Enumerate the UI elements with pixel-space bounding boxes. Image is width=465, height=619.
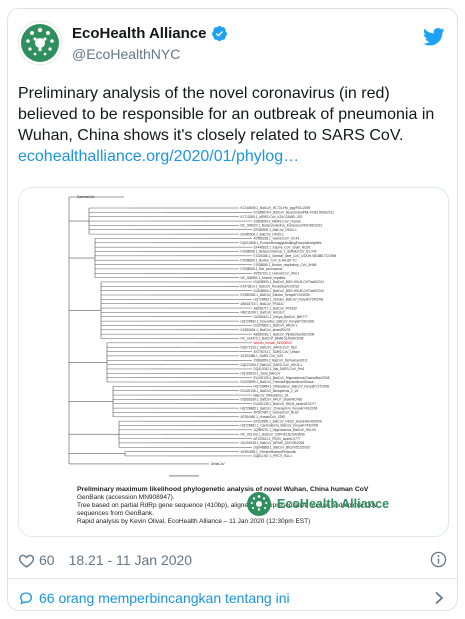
heart-icon[interactable] <box>18 552 35 569</box>
conversation-text[interactable]: 66 orang memperbincangkan tentang ini <box>39 590 290 606</box>
tree-tip-label: HQ728481.1_Cardioderma_BatCoV_KenyaKY43/… <box>241 424 319 428</box>
tree-tip-label: EF203065.1_BatCoV_HKU2_strainHKU46/2006 <box>254 419 322 423</box>
tree-tip-label: HQ728485.1_BatCoV_Chaerephon_KenyaKY41/2… <box>241 406 318 410</box>
tree-tip-label: EU375859.1_BatCoV_Tredula/Hipposideros/G… <box>241 380 314 384</box>
tree-tip-label: NC_022103.1_BatCoV_CDPHE15/USA/2006 <box>241 432 306 436</box>
reply-bubble-icon <box>19 592 33 605</box>
tree-tip-label: KX520654.1_BatCoV_strain/RK/03 <box>241 328 291 332</box>
caption-method: Tree based on partial RdRp gene sequence… <box>77 502 378 517</box>
tweet-text-block: Preliminary analysis of the novel corona… <box>18 83 438 167</box>
tree-tip-label: DQ412042.1_Bat_SARS-CoV_Rm1 <box>254 367 305 371</box>
figure-caption: Preliminary maximum likelihood phylogene… <box>77 486 387 526</box>
tree-delta-label: DeltaCoV <box>211 462 226 466</box>
tree-tip-label: HQ166910.1_Zaria_BatCoV <box>241 372 282 376</box>
tweet-link[interactable]: ecohealthalliance.org/2020/01/phylog… <box>18 148 300 165</box>
tree-tip-label: EF065505.1_BatCoV_HKU4-1 <box>254 228 297 232</box>
chevron-right-icon <box>435 591 444 605</box>
tree-tip-label: HQ728484.1_Miniopterus_BatCoV_KenyaKY27/… <box>254 385 330 389</box>
ecohealth-emblem-icon <box>247 492 271 516</box>
ecohealth-logo-icon <box>18 21 62 65</box>
tree-tip-label: KJ713295.1_MERS-CoV_KSA-CAMEL-376 <box>241 215 303 219</box>
tree-tip-label: DQ071615.1_BatCoV_SARS-CoV_Rp3 <box>241 345 297 349</box>
tree-tip-label: AB918719.1_BatCoV_FR0131 <box>241 302 285 306</box>
tweet-header: EcoHealth Alliance @EcoHealthNYC <box>18 21 447 77</box>
tree-tip-label: AB918717.1_BatCoV_FR0130 <box>254 306 298 310</box>
tweet-footer: 60 18.21 - 11 Jan 2020 <box>18 549 447 571</box>
tree-tip-label: KU528594.1_BatCoV_BtSY-HKU9-CHTha/5/2012 <box>254 289 325 293</box>
tree-tip-label: EF446615.1_Equine_CoV_strain_NC99 <box>254 245 311 249</box>
tree-tip-label: AY585228.1_HumanCoV_OC43 <box>254 237 300 241</box>
tree-tip-label: HQ728483.1_Eidolon_BatCoV_KenyaKY24/2006 <box>254 298 324 302</box>
highlighted-taxon-label: Wuhan_human_MN908947 <box>254 341 293 345</box>
tree-tip-label: KC164505.2_BatCoV_IR-724-Pip_pyg/POL/200… <box>241 206 311 210</box>
tree-tip-label: AY278741.1_SARS-CoV_Urbani <box>254 350 300 354</box>
ecohealth-logo-text: EcoHealth Alliance <box>277 497 390 511</box>
caption-title: Preliminary maximum likelihood phylogene… <box>77 486 369 493</box>
twitter-bird-icon[interactable] <box>423 27 445 47</box>
tree-tip-label: JX869059.2_MERS-CoV_Human <box>254 219 302 223</box>
tree-tip-label: FJ938064.1_Bovine_CoV_E-AH187-TC <box>241 258 298 262</box>
tree-tip-label: AY597011.2_HumanCoV_HKU1 <box>254 271 300 275</box>
tree-tip-label: FJ425186.1_Sambar_deer_CoV_US/OH-WD388-T… <box>254 254 337 258</box>
tree-tip-label: BatCoV_Miniopterus_1A <box>254 393 290 397</box>
tree-tip-label: EU420139.1_BatCoV_HKU8_strainAFCD77 <box>254 402 317 406</box>
tree-tip-label: NC_006852.1_Murine_hepatitis <box>241 276 286 280</box>
tree-tip-label: GU065421.1_Kenya_BatCoV_BtKY77 <box>254 315 308 319</box>
tree-tip-label: JQ989270.1_Hipposideros_BatCoV_HKU10 <box>254 428 317 432</box>
tree-tip-label: DQ011855.1_PorcineHemagglutinatingEnceph… <box>241 241 322 245</box>
tweet-card[interactable]: EcoHealth Alliance @EcoHealthNYC Prelimi… <box>7 8 458 611</box>
tweet-timestamp[interactable]: 18.21 - 11 Jan 2020 <box>68 552 193 568</box>
tree-tip-label: KX930562.1_BatCoV_Eidolon_KenyaKY24/2006 <box>241 293 311 297</box>
tree-tip-label: DQ666339.1_BatCoV_HKU7_strainWCF88 <box>241 398 303 402</box>
author-name-row[interactable]: EcoHealth Alliance <box>72 25 228 42</box>
tree-tip-label: AB539081.1_BatCoV_Pipistrellus/DE/2008 <box>254 332 315 336</box>
tree-tip-label: EU375863.1_BatCoV_HKU9-1 <box>254 324 298 328</box>
tree-tip-label: AF304460.1_HumanCoV_229E <box>241 415 286 419</box>
footer-divider <box>8 578 457 579</box>
tree-tip-label: KJ473814.1_BatCoV_Rousettus/GX2016 <box>241 285 300 289</box>
caption-credit: Rapid analysis by Kevin Olival, EcoHealt… <box>77 518 311 525</box>
tree-tip-label: EU420139.1_BatCoV_Hipposideros/Ghana/Bon… <box>254 376 330 380</box>
tree-tip-label: DQ648858.1_BatCoV_BtCoV/512/2005 <box>254 445 310 449</box>
verified-badge-icon <box>211 25 227 42</box>
phylogenetic-tree: GammaCoVKC164505.2_BatCoV_IR-724-Pip_pyg… <box>68 195 337 483</box>
tree-tip-label: FJ938068.1_Betacoronavirus_1_Buffalo/CoV… <box>241 250 317 254</box>
author-handle[interactable]: @EcoHealthNYC <box>72 46 181 62</box>
ecohealth-logo: EcoHealth Alliance <box>246 491 389 517</box>
avatar[interactable] <box>18 21 62 65</box>
tree-tip-label: FJ938065.1_Bovine_respiratory_CoV_AH65 <box>254 263 317 267</box>
tree-tip-label: HQ728482.1_Rousettus_BatCoV_KenyaKY06/20… <box>241 319 315 323</box>
tree-tip-label: KU528593.1_BatCoV_BtSY-HKU9-CHTha/5/2012 <box>254 280 325 284</box>
like-count[interactable]: 60 <box>39 552 55 568</box>
tree-tip-label: HM211099.1_BatCoV_HKU9-2 <box>241 311 285 315</box>
tweet-text: Preliminary analysis of the novel corona… <box>18 85 435 144</box>
tree-tip-label: NC_009020.1_Betacoronavirus_Ennaocus/VMC… <box>241 224 323 228</box>
author-name[interactable]: EcoHealth Alliance <box>72 25 207 42</box>
tree-tip-label: KC869678.4_BatCoV_Neoromicia/PML-PHE1/RS… <box>254 211 335 215</box>
tree-tip-label: AY567487.2_HumanCoV_NL63 <box>254 411 299 415</box>
tree-tip-label: GU190218.1_BatCoV_NF/MX_02/GXR/2008 <box>241 441 305 445</box>
tree-tip-label: FJ938068.1_Rat_coronavirus <box>241 267 283 271</box>
info-icon[interactable] <box>430 551 447 568</box>
tree-tip-label: DQ022305.2_BatCoV_SARS-CoV_HKU3-1 <box>241 363 303 367</box>
tree-tip-label: DQ811787.1_PRCV_ISU-1 <box>254 454 293 458</box>
tree-tip-label: EF065509.1_BatCoV_HKU5-1 <box>241 232 284 236</box>
caption-title-suffix: GenBank (accession MN908947). <box>77 494 175 501</box>
conversation-link[interactable]: 66 orang memperbincangkan tentang ini <box>18 588 447 608</box>
tree-tip-label: EU420138.1_BatCoV_Miniopterus_2_16 <box>241 389 299 393</box>
tree-tip-label: NC_014470.1_BatCoV_BM48-31/BGR/2008 <box>241 337 304 341</box>
tree-tip-label: JX869059.2_BatCoV_Rp/human/2011 <box>254 358 308 362</box>
tree-tip-label: AF220511.1_PEDV_strainCV777 <box>254 437 301 441</box>
tree-tip-label: AY304486.1_SARS-CoV_SZ3 <box>241 354 284 358</box>
tree-tip-label: AY994055.1_FelineInfectiousPeritonitis <box>241 450 297 454</box>
